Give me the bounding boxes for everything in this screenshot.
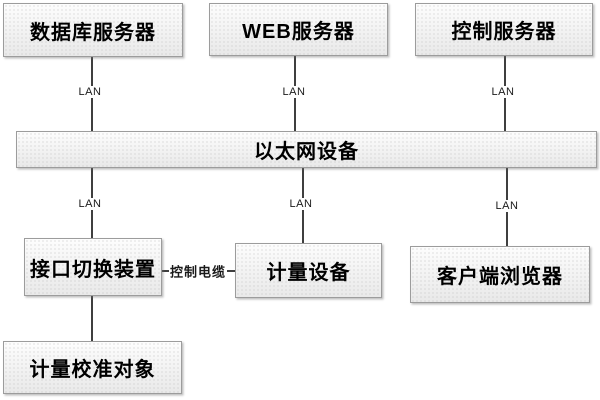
- node-control-server: 控制服务器: [415, 3, 593, 56]
- lan-label-control: LAN: [488, 86, 518, 98]
- node-database-server: 数据库服务器: [3, 3, 183, 57]
- node-metering-calibration-object: 计量校准对象: [3, 341, 182, 394]
- node-ethernet-device: 以太网设备: [16, 131, 597, 168]
- lan-label-web: LAN: [279, 86, 309, 98]
- lan-label-client-browser: LAN: [492, 200, 522, 212]
- lan-label-metering: LAN: [286, 198, 316, 210]
- node-web-server: WEB服务器: [209, 3, 388, 56]
- node-client-browser: 客户端浏览器: [410, 246, 590, 303]
- control-cable-label: 控制电缆: [168, 261, 228, 281]
- lan-label-interface-switching: LAN: [75, 198, 105, 210]
- node-metering-device: 计量设备: [235, 243, 382, 298]
- lan-label-database: LAN: [75, 86, 105, 98]
- connector-interface-switching-calibration-object: [91, 296, 93, 341]
- node-interface-switching-device: 接口切换装置: [24, 238, 162, 296]
